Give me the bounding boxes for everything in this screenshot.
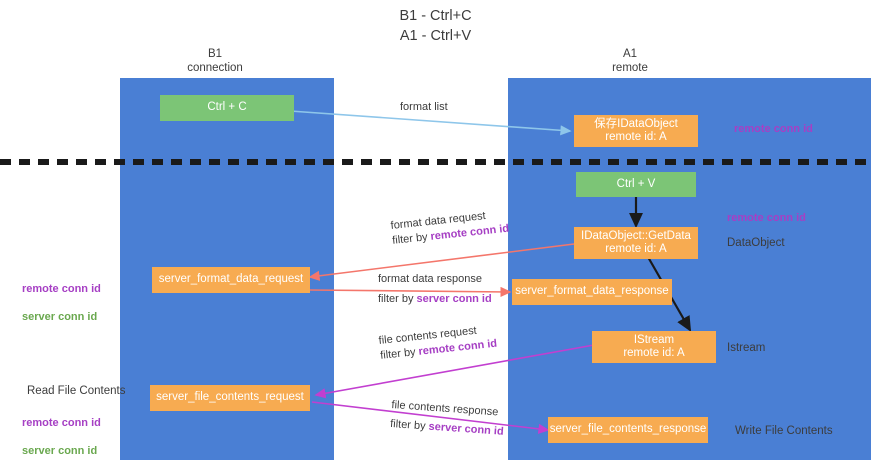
filter-prefix: filter by xyxy=(379,345,420,362)
edge-label-format-data-response: format data response filter by server co… xyxy=(378,272,492,307)
node-server-file-contents-request[interactable]: server_file_contents_request xyxy=(150,385,310,411)
node-ctrl-v[interactable]: Ctrl + V xyxy=(576,172,696,197)
node-server-format-data-request[interactable]: server_format_data_request xyxy=(152,267,310,293)
edge-label-format-data-response-filter: filter by server conn id xyxy=(378,292,492,307)
node-server-file-contents-response[interactable]: server_file_contents_response xyxy=(548,417,708,443)
legend-left-mid: remote conn id server conn id xyxy=(22,268,101,338)
node-save-idataobject[interactable]: 保存IDataObject remote id: A xyxy=(574,115,698,147)
node-idataobject-getdata[interactable]: IDataObject::GetData remote id: A xyxy=(574,227,698,259)
annotation-write-file-contents: Write File Contents xyxy=(735,425,833,437)
edge-label-format-data-request: format data request filter by remote con… xyxy=(390,207,510,249)
page-title: B1 - Ctrl+C A1 - Ctrl+V xyxy=(399,8,472,44)
legend-remote-conn-id: remote conn id xyxy=(22,283,101,295)
annotation-remote-conn-id-mid: remote conn id xyxy=(727,212,806,224)
node-istream[interactable]: IStream remote id: A xyxy=(592,331,716,363)
node-server-format-data-response[interactable]: server_format_data_response xyxy=(512,279,672,305)
legend-server-conn-id: server conn id xyxy=(22,311,98,323)
edge-label-format-list: format list xyxy=(400,101,448,113)
filter-prefix: filter by xyxy=(378,293,417,305)
annotation-remote-conn-id-top: remote conn id xyxy=(734,123,813,135)
filter-prefix: filter by xyxy=(389,417,430,433)
edge-label-file-contents-response-filter: filter by server conn id xyxy=(390,417,504,440)
node-ctrl-c[interactable]: Ctrl + C xyxy=(160,95,294,121)
edge-label-file-contents-response: file contents response filter by server … xyxy=(390,398,506,440)
legend-remote-conn-id: remote conn id xyxy=(22,417,101,429)
edge-label-format-data-response-text: format data response xyxy=(378,273,482,285)
filter-prefix: filter by xyxy=(391,230,432,247)
filter-key-server-conn-id: server conn id xyxy=(428,420,505,438)
legend-server-conn-id: server conn id xyxy=(22,445,98,457)
column-header-a1: A1 remote xyxy=(612,48,648,74)
annotation-read-file-contents: Read File Contents xyxy=(27,385,126,397)
filter-key-server-conn-id: server conn id xyxy=(416,293,492,305)
legend-left-bottom: remote conn id server conn id xyxy=(22,402,101,467)
annotation-dataobject: DataObject xyxy=(727,237,785,249)
annotation-istream: Istream xyxy=(727,342,766,354)
column-header-b1: B1 connection xyxy=(187,48,243,74)
edge-label-file-contents-request: file contents request filter by remote c… xyxy=(378,322,498,364)
